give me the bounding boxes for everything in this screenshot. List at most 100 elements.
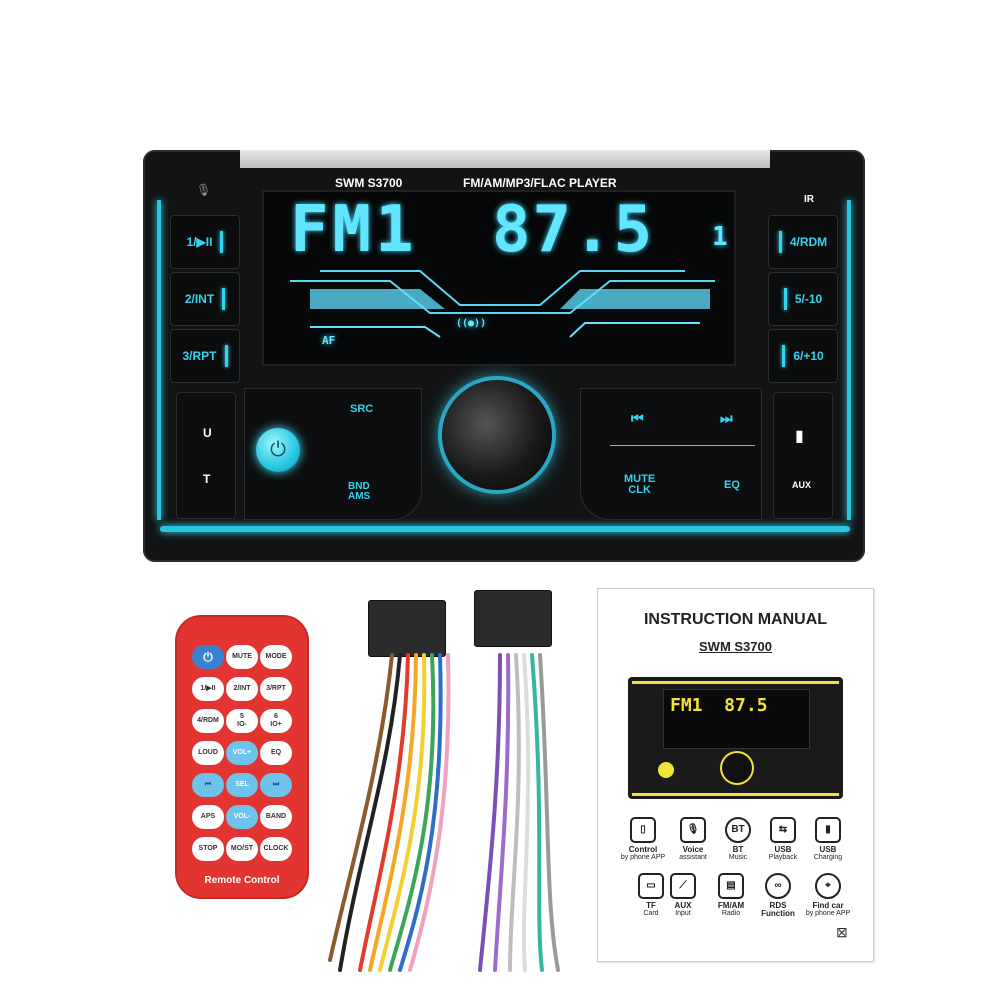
u-label: U bbox=[203, 426, 212, 440]
manual-head-unit-image: FM1 87.5 bbox=[628, 677, 843, 799]
remote-most-button[interactable]: MO/ST bbox=[226, 837, 258, 861]
lcd-band: FM1 bbox=[290, 193, 418, 267]
remote-stop-button[interactable]: STOP bbox=[192, 837, 224, 861]
mic-icon: 🎙 bbox=[196, 183, 212, 197]
battery-icon: ▮ bbox=[815, 817, 841, 843]
right-glow-strip bbox=[847, 200, 851, 520]
preset-5-label: 5/-10 bbox=[794, 292, 823, 306]
manual-model: SWM S3700 bbox=[699, 639, 772, 654]
manual-title: INSTRUCTION MANUAL bbox=[643, 611, 828, 628]
preset-1-label: 1/▶II bbox=[186, 235, 213, 249]
remote-eq-button[interactable]: EQ bbox=[260, 741, 292, 765]
iso-connector-right bbox=[474, 590, 552, 647]
preset-2-label: 2/INT bbox=[184, 292, 215, 306]
preset-5-button[interactable]: 5/-10 bbox=[768, 272, 838, 326]
lcd-frequency: 87.5 bbox=[492, 193, 655, 267]
remote-clock-button[interactable]: CLOCK bbox=[260, 837, 292, 861]
remote-preset-4-button[interactable]: 4/RDM bbox=[192, 709, 224, 733]
remote-prev-button[interactable]: ⏮ bbox=[192, 773, 224, 797]
preset-3-button[interactable]: 3/RPT bbox=[170, 329, 240, 383]
feature-rds: ∞RDS Function bbox=[753, 873, 803, 918]
remote-sel-button[interactable]: SEL bbox=[226, 773, 258, 797]
remote-preset-3-button[interactable]: 3/RPT bbox=[260, 677, 292, 701]
eq-button[interactable]: EQ bbox=[724, 479, 740, 491]
formats-label: FM/AM/MP3/FLAC PLAYER bbox=[463, 176, 617, 190]
preset-4-label: 4/RDM bbox=[789, 235, 828, 249]
ir-label: IR bbox=[804, 194, 814, 205]
wiring-harness bbox=[328, 653, 560, 972]
phone-icon: ▯ bbox=[630, 817, 656, 843]
button-led bbox=[224, 345, 228, 367]
bt-icon: BT bbox=[725, 817, 751, 843]
remote-preset-1-button[interactable]: 1/▶II bbox=[192, 677, 224, 701]
preset-1-button[interactable]: 1/▶II bbox=[170, 215, 240, 269]
remote-mute-button[interactable]: MUTE bbox=[226, 645, 258, 669]
lcd-af-indicator: AF bbox=[322, 334, 336, 347]
t-label: T bbox=[203, 472, 211, 486]
button-led bbox=[220, 231, 224, 253]
right-control-panel bbox=[580, 388, 762, 520]
prev-track-button[interactable]: ⏮ bbox=[631, 410, 644, 426]
remote-next-button[interactable]: ⏭ bbox=[260, 773, 292, 797]
remote-mode-button[interactable]: MODE bbox=[260, 645, 292, 669]
power-icon: ⏻ bbox=[203, 650, 213, 664]
preset-6-button[interactable]: 6/+10 bbox=[768, 329, 838, 383]
preset-4-button[interactable]: 4/RDM bbox=[768, 215, 838, 269]
lcd-signal-icon: ((●)) bbox=[456, 318, 487, 329]
panel-divider bbox=[610, 445, 755, 446]
remote-aps-button[interactable]: APS bbox=[192, 805, 224, 829]
location-icon: ⌖ bbox=[815, 873, 841, 899]
volume-knob[interactable] bbox=[442, 380, 552, 490]
manual-lcd bbox=[663, 689, 810, 749]
iso-connector-left bbox=[368, 600, 446, 657]
remote-label: Remote Control bbox=[204, 875, 280, 886]
remote-band-button[interactable]: BAND bbox=[260, 805, 292, 829]
instruction-manual: INSTRUCTION MANUAL SWM S3700 FM1 87.5 ▯C… bbox=[597, 588, 874, 962]
radio-icon: ▤ bbox=[718, 873, 744, 899]
remote-preset-2-button[interactable]: 2/INT bbox=[226, 677, 258, 701]
manual-bottom-glow bbox=[632, 793, 839, 796]
weee-bin-icon: ⊠ bbox=[836, 924, 848, 940]
remote-power-button[interactable]: ⏻ bbox=[192, 645, 224, 669]
aux-label: AUX bbox=[792, 480, 812, 490]
mic-icon: 🎙 bbox=[680, 817, 706, 843]
remote-loud-button[interactable]: LOUD bbox=[192, 741, 224, 765]
manual-top-glow bbox=[632, 681, 839, 684]
band-ams-button[interactable]: BND AMS bbox=[348, 481, 371, 502]
lcd-preset: 1 bbox=[712, 222, 728, 252]
remote-preset-6-button[interactable]: 6 IO+ bbox=[260, 709, 292, 733]
button-led bbox=[783, 288, 787, 310]
aux-port-panel bbox=[773, 392, 833, 519]
src-button[interactable]: SRC bbox=[350, 403, 374, 415]
button-led bbox=[782, 345, 786, 367]
manual-power-button bbox=[658, 762, 674, 778]
mute-clk-button[interactable]: MUTE CLK bbox=[624, 473, 656, 496]
remote-vol-up-button[interactable]: VOL+ bbox=[226, 741, 258, 765]
remote-vol-down-button[interactable]: VOL- bbox=[226, 805, 258, 829]
button-led bbox=[222, 288, 226, 310]
power-icon: ⏻ bbox=[270, 438, 286, 461]
manual-lcd-text: FM1 87.5 bbox=[670, 695, 768, 716]
battery-icon: ▮ bbox=[795, 428, 804, 445]
manual-knob bbox=[722, 753, 752, 783]
remote-preset-5-button[interactable]: 5 IO- bbox=[226, 709, 258, 733]
power-button[interactable]: ⏻ bbox=[256, 428, 300, 472]
top-chrome-strip bbox=[240, 150, 770, 168]
rds-icon: ∞ bbox=[765, 873, 791, 899]
next-track-button[interactable]: ⏭ bbox=[720, 410, 733, 426]
preset-2-button[interactable]: 2/INT bbox=[170, 272, 240, 326]
usb-icon: ⇆ bbox=[770, 817, 796, 843]
usb-tf-slot-panel bbox=[176, 392, 236, 519]
lcd-screen bbox=[262, 190, 736, 366]
remote-control: ⏻ MUTE MODE 1/▶II 2/INT 3/RPT 4/RDM 5 IO… bbox=[175, 615, 309, 899]
left-glow-strip bbox=[157, 200, 161, 520]
lcd-spectrum-graphic bbox=[290, 270, 715, 338]
